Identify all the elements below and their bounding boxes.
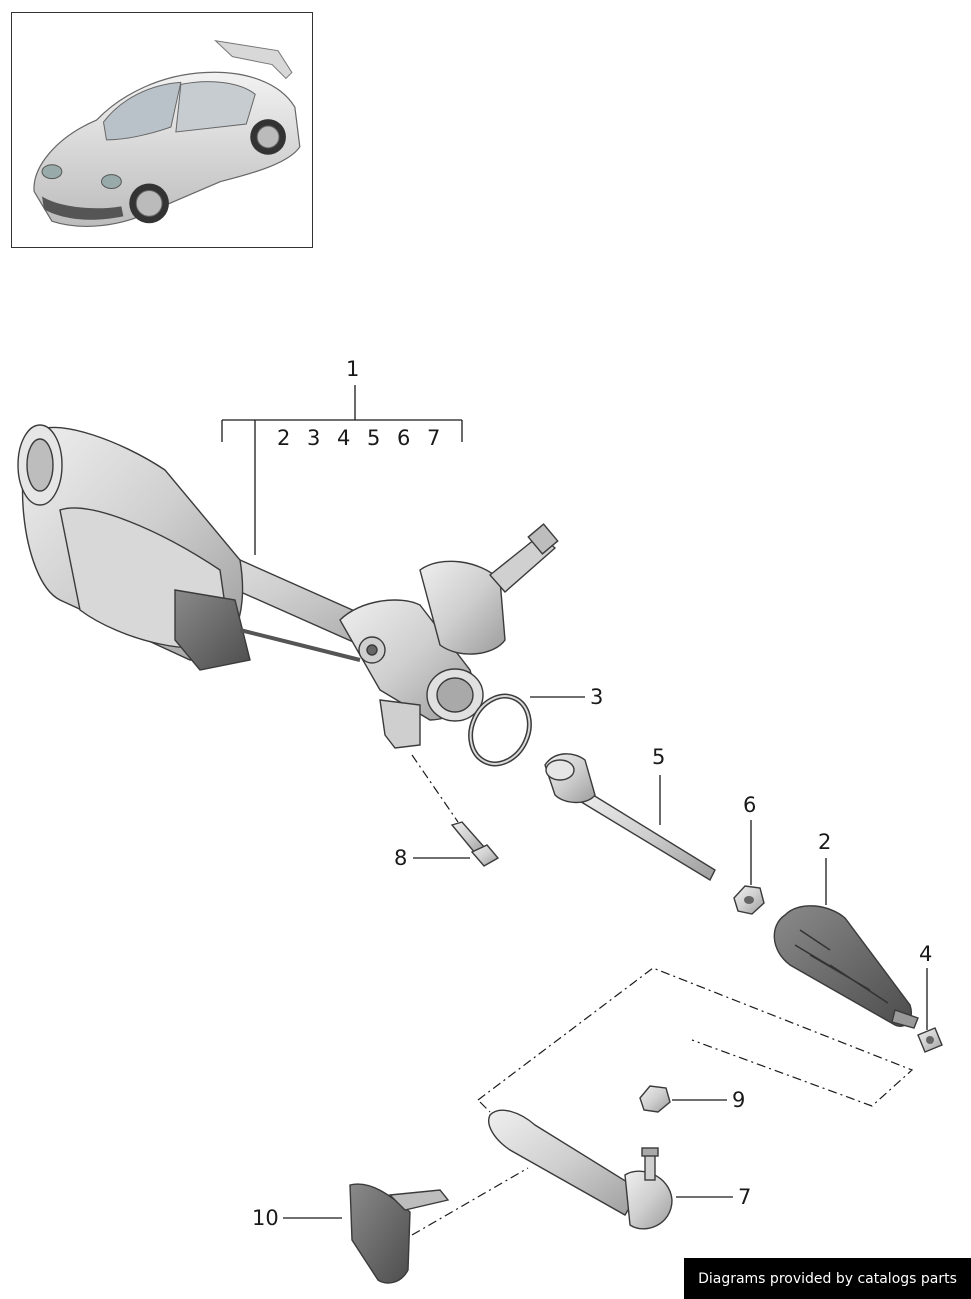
clamp-part-4 xyxy=(917,1027,943,1053)
kit-bracket xyxy=(221,385,463,555)
callout-2[interactable]: 2 xyxy=(818,830,831,854)
callout-8[interactable]: 8 xyxy=(394,846,407,870)
callout-9[interactable]: 9 xyxy=(732,1088,745,1112)
callout-4[interactable]: 4 xyxy=(919,942,932,966)
vehicle-thumbnail xyxy=(11,12,313,248)
callout-1[interactable]: 1 xyxy=(346,357,359,381)
steering-rack-assembly xyxy=(17,424,559,749)
inner-tie-rod-part xyxy=(544,753,716,881)
outer-tie-rod-end-part xyxy=(488,1109,673,1230)
kit-item: 5 xyxy=(367,426,380,450)
bolt-part-8 xyxy=(450,821,500,867)
nut-part-6 xyxy=(733,885,765,915)
kit-item: 3 xyxy=(307,426,320,450)
assembly-lines xyxy=(411,754,914,1236)
callout-7[interactable]: 7 xyxy=(738,1185,751,1209)
callout-3[interactable]: 3 xyxy=(590,685,603,709)
bellows-boot-part xyxy=(773,905,919,1029)
kit-item: 7 xyxy=(427,426,440,450)
nut-part-9 xyxy=(639,1085,671,1113)
kit-item: 4 xyxy=(337,426,350,450)
callout-5[interactable]: 5 xyxy=(652,745,665,769)
heat-shield-part xyxy=(349,1183,450,1284)
kit-item: 2 xyxy=(277,426,290,450)
credit-banner: Diagrams provided by catalogs parts xyxy=(684,1258,971,1299)
kit-item: 6 xyxy=(397,426,410,450)
car-illustration xyxy=(33,40,301,227)
callout-10[interactable]: 10 xyxy=(252,1206,279,1230)
o-ring-part xyxy=(468,693,532,767)
callout-6[interactable]: 6 xyxy=(743,793,756,817)
kit-contents-list: 2 3 4 5 6 7 xyxy=(277,426,440,450)
